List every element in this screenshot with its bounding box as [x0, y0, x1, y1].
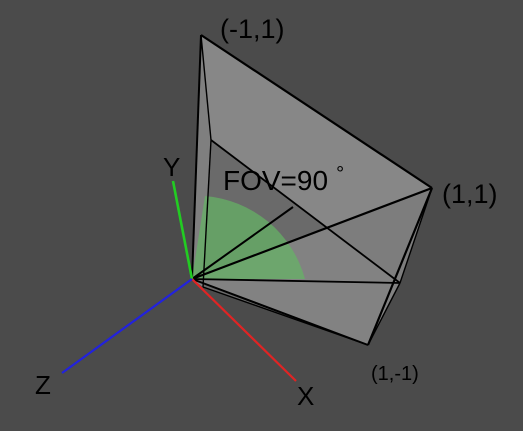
edge-top-right: [200, 34, 433, 189]
ray-apex-center: [191, 206, 294, 280]
edge-inner-diagonal: [210, 139, 401, 284]
edge-far-right: [399, 187, 433, 284]
ray-apex-right: [191, 186, 433, 281]
fov-label: FOV=90 °: [223, 163, 344, 196]
edge-inner-left: [200, 34, 212, 141]
x-axis: [191, 278, 297, 382]
corner-label-top-left: (-1,1): [220, 14, 285, 44]
frustum-edges: [191, 34, 434, 346]
frustum-far-plane: [203, 140, 400, 345]
edge-right-bottom: [366, 187, 434, 346]
fov-unit: °: [336, 163, 344, 185]
frustum: [192, 35, 432, 345]
ray-apex-far: [191, 278, 401, 284]
fov-value: FOV=90: [223, 165, 328, 196]
corner-label-right: (1,1): [442, 179, 498, 209]
z-axis-label: Z: [35, 370, 51, 400]
z-axis: [61, 278, 193, 374]
x-axis-label: X: [297, 381, 314, 411]
y-axis: [171, 180, 194, 280]
edge-inner-vertical: [202, 139, 212, 288]
corner-label-bottom-right: (1,-1): [371, 363, 419, 385]
edge-apex-topleft: [191, 34, 202, 280]
edge-far-bottom: [367, 282, 401, 346]
y-axis-label: Y: [163, 152, 180, 182]
edge-far-base: [202, 286, 369, 346]
